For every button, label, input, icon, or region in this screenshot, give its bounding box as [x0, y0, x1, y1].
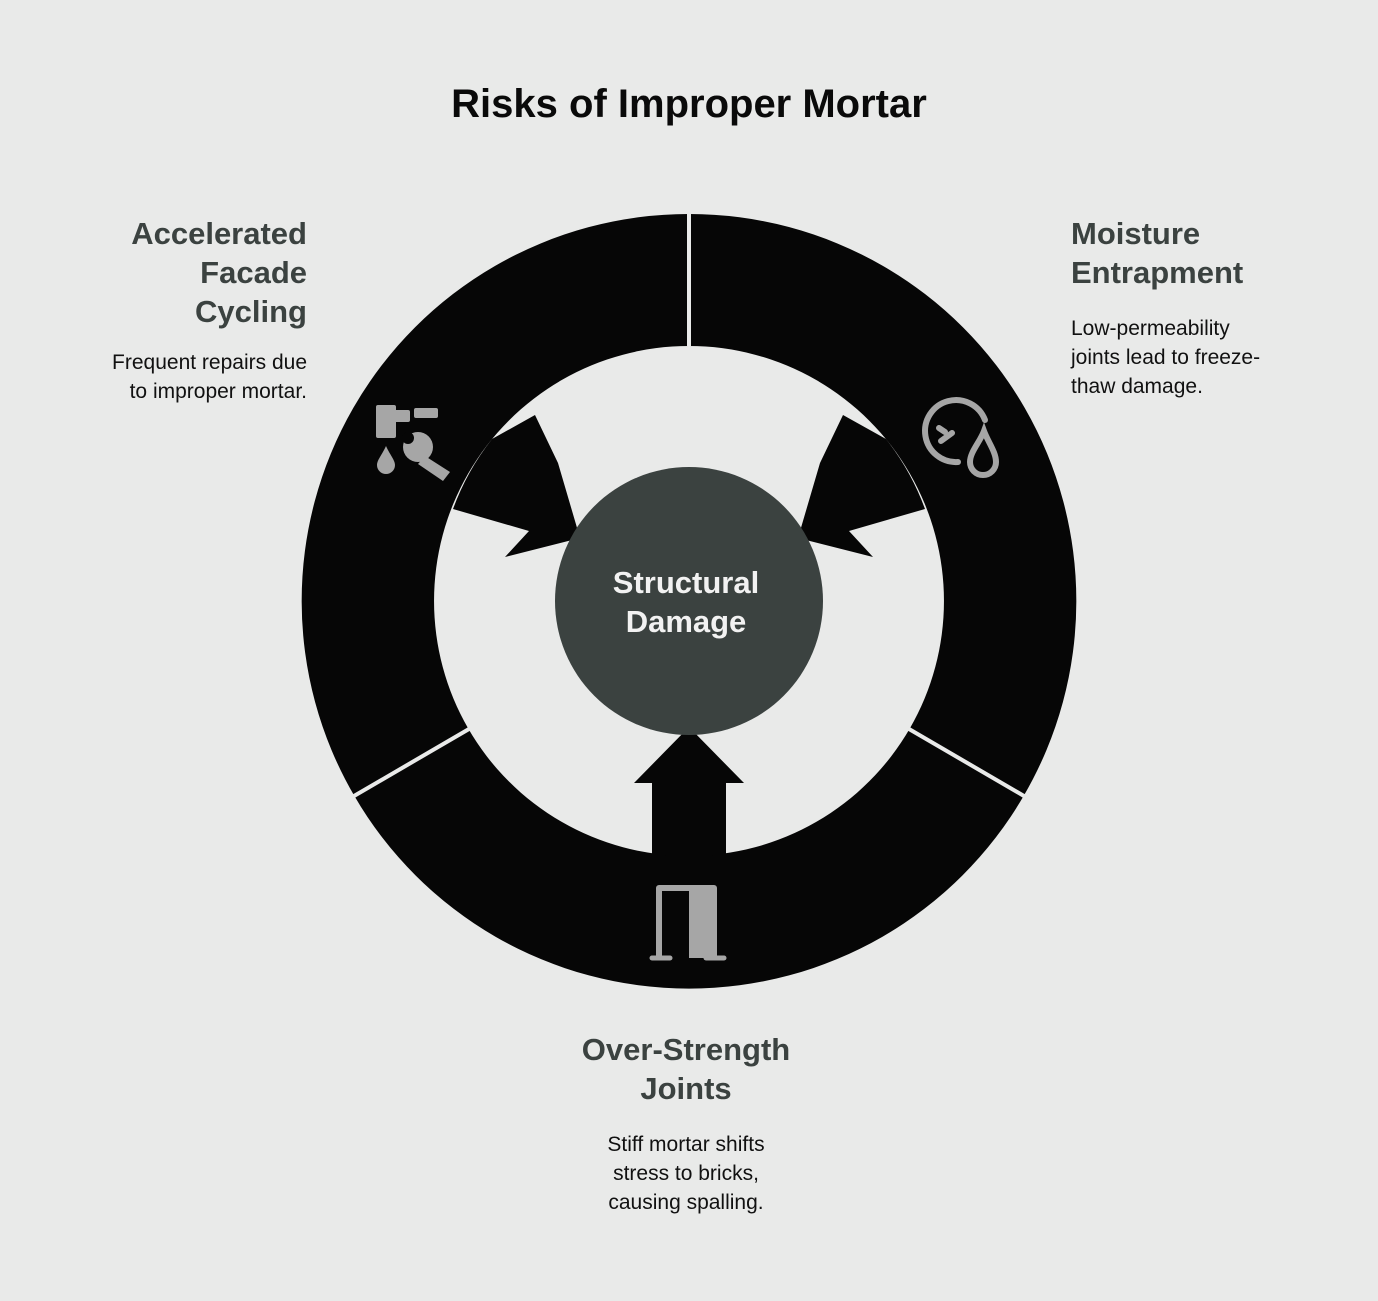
- gauge-droplet-icon: [922, 397, 1000, 478]
- center-circle: [555, 467, 823, 735]
- risk-description-over-strength: Stiff mortar shifts stress to bricks, ca…: [607, 1133, 765, 1214]
- arrow-over-strength: [634, 727, 744, 857]
- risk-heading-moisture-entrapment: Moisture Entrapment: [1071, 216, 1244, 290]
- center-label: Structural Damage: [612, 565, 760, 639]
- risk-heading-facade-cycling: Accelerated Facade Cycling: [131, 216, 307, 329]
- ring-segment-facade-cycling: [301, 213, 689, 796]
- ring-segment-over-strength: [354, 728, 1024, 989]
- segment-divider-right: [907, 727, 1026, 798]
- segment-divider-left: [352, 727, 471, 798]
- faucet-wrench-icon: [376, 405, 450, 481]
- risk-description-moisture-entrapment: Low-permeability joints lead to freeze- …: [1071, 317, 1261, 398]
- diagram-title: Risks of Improper Mortar: [451, 82, 927, 126]
- stiff-joint-icon: [649, 885, 727, 961]
- risk-description-facade-cycling: Frequent repairs due to improper mortar.: [112, 351, 307, 403]
- arrow-moisture-entrapment: [798, 415, 925, 557]
- risk-heading-over-strength: Over-Strength Joints: [581, 1032, 791, 1106]
- arrow-facade-cycling: [453, 415, 580, 557]
- ring-segment-moisture-entrapment: [689, 213, 1077, 796]
